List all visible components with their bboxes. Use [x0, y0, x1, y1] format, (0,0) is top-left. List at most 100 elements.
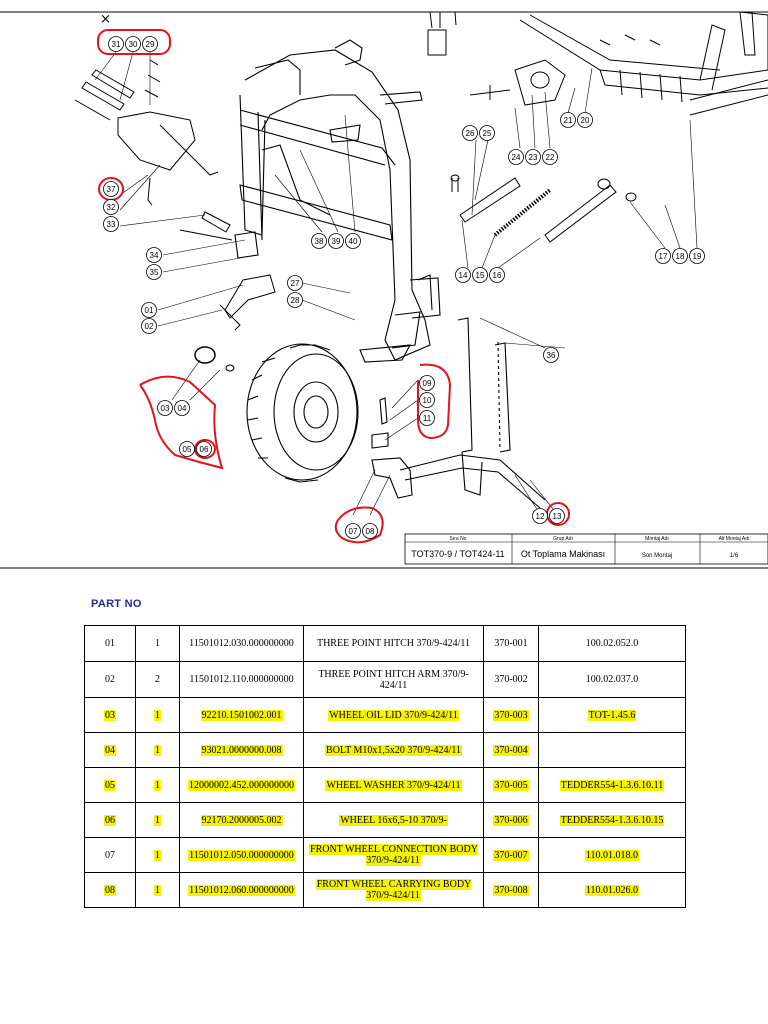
- callout-circle-17: [655, 248, 671, 264]
- pins-top-left: [74, 59, 276, 331]
- callout-circle-39: [328, 233, 344, 249]
- cell-ref: 370-005: [483, 767, 539, 803]
- cell-text-qty: 1: [154, 884, 161, 896]
- leader-lines: [94, 51, 698, 516]
- cell-text-desc: WHEEL OIL LID 370/9-424/11: [328, 709, 459, 721]
- cell-ref: 370-001: [483, 625, 539, 662]
- callout-label-05: 05: [183, 445, 192, 454]
- callout-circle-24: [508, 149, 524, 165]
- top-right-frame: [427, 11, 768, 116]
- cell-no: 01: [84, 625, 136, 662]
- cell-no: 04: [84, 732, 136, 768]
- callout-circle-05: [179, 441, 195, 457]
- cell-qty: 1: [135, 872, 180, 908]
- callout-label-08: 08: [366, 527, 375, 536]
- title-value-2: Son Montaj: [642, 553, 672, 559]
- callout-label-25: 25: [483, 129, 492, 138]
- callout-circle-26: [462, 125, 478, 141]
- cell-ref: 370-008: [483, 872, 539, 908]
- callout-label-04: 04: [178, 404, 187, 413]
- callout-circle-11: [419, 410, 435, 426]
- cell-code: 11501012.060.000000000: [179, 872, 304, 908]
- cell-text-qty: 1: [155, 638, 160, 649]
- cell-no: 02: [84, 661, 136, 698]
- callout-label-38: 38: [315, 237, 324, 246]
- cell-qty: 1: [135, 802, 180, 838]
- cell-ref: 370-007: [483, 837, 539, 873]
- callout-circle-01: [141, 302, 157, 318]
- cell-text-ref: 370-003: [493, 709, 529, 721]
- cell-text-qty: 1: [154, 779, 161, 791]
- callout-label-36: 36: [547, 351, 556, 360]
- title-header-3: Alt Montaj Adı: [719, 536, 750, 542]
- title-block: Sıra No Grup Adı Montaj Adı Alt Montaj A…: [404, 533, 768, 565]
- cell-no: 06: [84, 802, 136, 838]
- callout-label-34: 34: [150, 251, 159, 260]
- callout-circle-06: [196, 441, 212, 457]
- callout-circle-15: [472, 267, 488, 283]
- callout-circle-38: [311, 233, 327, 249]
- cell-ref: 370-002: [483, 661, 539, 698]
- close-icon[interactable]: ×: [100, 12, 111, 27]
- callout-label-19: 19: [693, 252, 702, 261]
- cell-qty: 1: [135, 837, 180, 873]
- callout-label-07: 07: [349, 527, 358, 536]
- callout-label-14: 14: [459, 271, 468, 280]
- callout-label-35: 35: [150, 268, 159, 277]
- callout-circle-34: [146, 247, 162, 263]
- callout-label-18: 18: [676, 252, 685, 261]
- cell-text-qty: 1: [154, 709, 161, 721]
- cell-alt: TEDDER554-1.3.6.10.15: [538, 802, 686, 838]
- callout-circle-31: [108, 36, 124, 52]
- callout-circle-32: [103, 199, 119, 215]
- cell-code: 11501012.030.000000000: [179, 625, 304, 662]
- callout-label-26: 26: [466, 129, 475, 138]
- callout-label-28: 28: [291, 296, 300, 305]
- cell-text-qty: 2: [155, 674, 160, 685]
- cell-code: 92210.1501002.001: [179, 697, 304, 733]
- callout-circle-25: [479, 125, 495, 141]
- callout-label-21: 21: [564, 116, 573, 125]
- cell-text-ref: 370-001: [494, 638, 528, 649]
- callout-circle-27: [287, 275, 303, 291]
- cell-text-desc: THREE POINT HITCH ARM 370/9-424/11: [318, 668, 469, 691]
- cell-desc: WHEEL WASHER 370/9-424/11: [303, 767, 484, 803]
- cell-no: 08: [84, 872, 136, 908]
- cell-text-ref: 370-008: [493, 884, 529, 896]
- callout-circle-30: [125, 36, 141, 52]
- title-header-2: Montaj Adı: [645, 536, 669, 542]
- callout-circle-16: [489, 267, 505, 283]
- callout-label-24: 24: [512, 153, 521, 162]
- cell-qty: 1: [135, 767, 180, 803]
- cell-ref: 370-006: [483, 802, 539, 838]
- cell-text-ref: 370-004: [493, 744, 529, 756]
- cell-text-alt: 110.01.018.0: [584, 849, 640, 861]
- callout-circle-33: [103, 216, 119, 232]
- cell-qty: 2: [135, 661, 180, 698]
- cell-text-desc: WHEEL 16x6,5-10 370/9-: [339, 814, 448, 826]
- callout-circle-28: [287, 292, 303, 308]
- callout-circle-20: [577, 112, 593, 128]
- cell-text-ref: 370-006: [493, 814, 529, 826]
- cell-alt: 100.02.052.0: [538, 625, 686, 662]
- callout-label-23: 23: [529, 153, 538, 162]
- cell-text-alt: TEDDER554-1.3.6.10.11: [559, 779, 665, 791]
- wheel-drawing: [194, 343, 359, 483]
- callout-circle-09: [419, 375, 435, 391]
- part-no-heading: PART NO: [91, 598, 142, 610]
- assembly-diagram: 3130293732333435010203040506070809101112…: [0, 11, 768, 569]
- cell-text-no: 05: [104, 779, 116, 791]
- callout-circle-22: [542, 149, 558, 165]
- cell-text-no: 06: [104, 814, 116, 826]
- cell-alt: TOT-1.45.6: [538, 697, 686, 733]
- cell-text-no: 07: [105, 849, 115, 861]
- callout-label-03: 03: [161, 404, 170, 413]
- cell-text-qty: 1: [154, 849, 161, 861]
- callout-circle-36: [543, 347, 559, 363]
- cell-text-ref: 370-007: [493, 849, 529, 861]
